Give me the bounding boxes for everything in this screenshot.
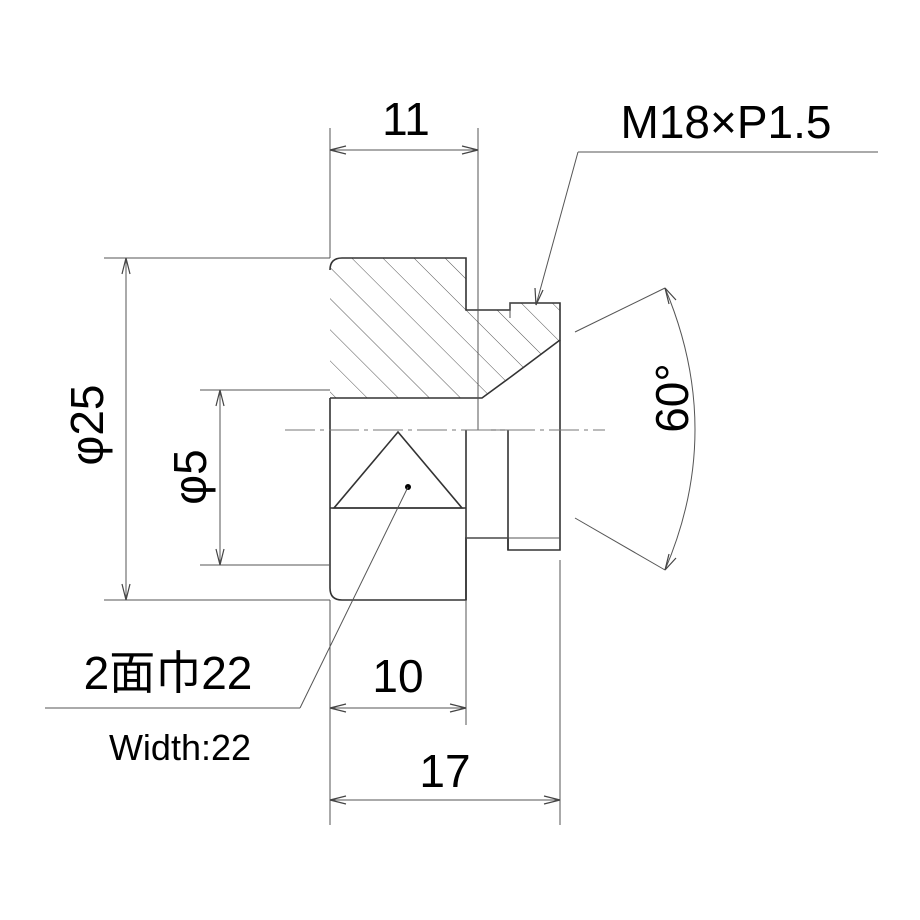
section-hatching xyxy=(330,258,560,398)
hex-flat-triangle xyxy=(332,430,464,509)
dim-hex-length: 10 xyxy=(372,650,423,702)
dim-thread-length: 11 xyxy=(382,93,430,145)
dimension-lines xyxy=(121,145,696,805)
note-across-flats-jp: 2面巾22 xyxy=(84,647,253,699)
dim-angle: 60° xyxy=(646,363,698,433)
dim-thread-spec: M18×P1.5 xyxy=(621,96,832,148)
note-across-flats-en: Width:22 xyxy=(109,727,251,768)
dim-outer-diameter: φ25 xyxy=(61,385,113,466)
leader-lines xyxy=(45,151,878,709)
dim-total-length: 17 xyxy=(419,745,470,797)
dim-bore-diameter: φ5 xyxy=(164,449,216,504)
